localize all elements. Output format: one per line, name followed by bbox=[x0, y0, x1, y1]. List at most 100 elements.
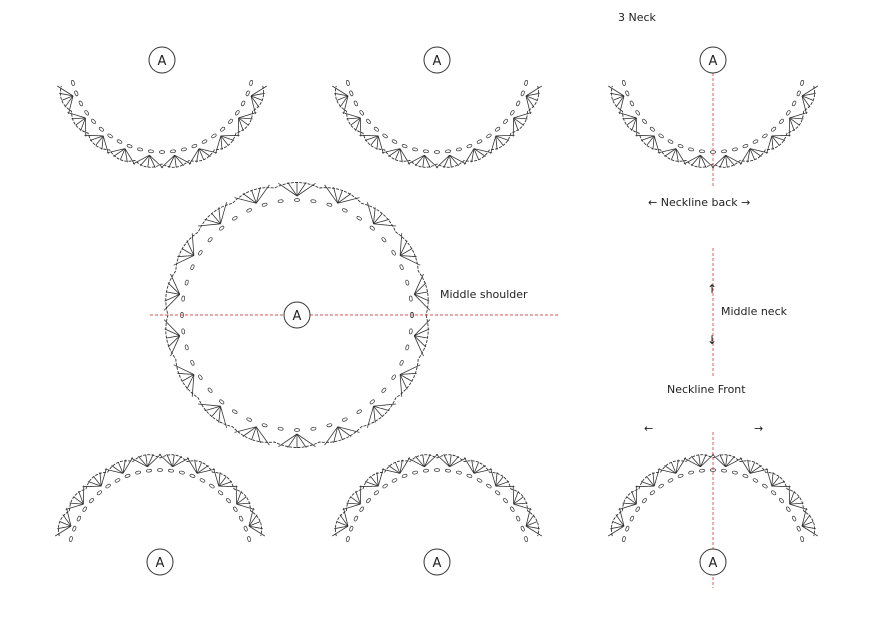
stitch-fan bbox=[739, 457, 769, 474]
stitch-post bbox=[771, 481, 786, 487]
chain-stitch bbox=[146, 468, 152, 473]
stitch-post bbox=[198, 148, 218, 154]
chain-stitch bbox=[91, 118, 96, 124]
stitch-post bbox=[725, 455, 736, 468]
stitch-post bbox=[525, 95, 531, 115]
chain-stitch bbox=[353, 100, 358, 107]
stitch-post bbox=[399, 255, 421, 266]
stitch-post bbox=[399, 459, 403, 474]
chain-stitch bbox=[349, 525, 354, 532]
stitch-post bbox=[336, 521, 349, 527]
chain-stitch bbox=[625, 90, 630, 97]
bottom-arc-1 bbox=[57, 454, 263, 542]
stitch-post bbox=[683, 457, 701, 468]
chain-stitch bbox=[742, 473, 749, 478]
stitch-post bbox=[449, 457, 467, 468]
stitch-post bbox=[56, 85, 74, 97]
stitch-post bbox=[622, 502, 637, 505]
stitch-fan bbox=[359, 134, 384, 154]
stitch-post bbox=[57, 525, 72, 530]
stitch-post bbox=[78, 490, 84, 505]
stitch-post bbox=[376, 472, 379, 487]
motif-bottom-3-label: A bbox=[709, 556, 718, 571]
chain-stitch bbox=[181, 147, 187, 152]
label-middle-shoulder: Middle shoulder bbox=[440, 288, 528, 301]
stitch-post bbox=[342, 503, 361, 510]
chain-stitch bbox=[752, 478, 759, 483]
stitch-post bbox=[68, 95, 74, 115]
stitch-post bbox=[196, 148, 200, 163]
stitch-fan bbox=[413, 319, 431, 357]
scallop-chain bbox=[59, 85, 265, 168]
stitch-post bbox=[471, 148, 475, 163]
stitch-post bbox=[399, 364, 421, 375]
chain-stitch bbox=[199, 478, 206, 483]
chain-stitch bbox=[699, 149, 705, 154]
stitch-fan bbox=[683, 453, 715, 468]
stitch-post bbox=[324, 426, 339, 446]
chain-stitch bbox=[198, 250, 203, 256]
stitch-post bbox=[373, 405, 383, 418]
motif-bottom-3 bbox=[699, 548, 727, 576]
stitch-post bbox=[113, 148, 126, 157]
stitch-post bbox=[513, 117, 519, 132]
stitch-post bbox=[62, 514, 72, 527]
stitch-post bbox=[337, 426, 343, 441]
stitch-post bbox=[278, 433, 298, 448]
chain-stitch bbox=[412, 470, 418, 475]
stitch-post bbox=[250, 92, 265, 97]
chain-stitch bbox=[771, 490, 777, 496]
stitch-post bbox=[59, 521, 72, 527]
chain-stitch bbox=[82, 506, 87, 512]
stitch-post bbox=[471, 459, 475, 474]
stitch-post bbox=[612, 95, 625, 101]
stitch-post bbox=[698, 454, 701, 467]
chain-stitch bbox=[356, 409, 362, 414]
stitch-post bbox=[610, 92, 625, 97]
stitch-post bbox=[618, 503, 637, 510]
chain-stitch bbox=[342, 208, 348, 213]
chain-stitch bbox=[190, 360, 195, 366]
chain-stitch bbox=[649, 490, 655, 496]
stitch-post bbox=[147, 454, 154, 467]
stitch-post bbox=[220, 135, 229, 146]
stitch-post bbox=[359, 134, 379, 137]
stitch-post bbox=[163, 319, 181, 336]
stitch-post bbox=[236, 490, 242, 505]
stitch-post bbox=[771, 135, 786, 141]
stitch-post bbox=[376, 135, 379, 150]
chain-stitch bbox=[732, 147, 738, 152]
chain-stitch bbox=[409, 295, 413, 302]
stitch-post bbox=[646, 135, 655, 146]
scallop-chain bbox=[334, 85, 540, 168]
stitch-fan bbox=[188, 148, 218, 165]
stitch-post bbox=[250, 95, 263, 101]
motif-bottom-1-label: A bbox=[156, 556, 165, 571]
stitch-post bbox=[657, 148, 677, 154]
stitch-post bbox=[255, 426, 261, 443]
stitch-post bbox=[473, 462, 479, 474]
stitch-post bbox=[725, 155, 728, 168]
stitch-post bbox=[463, 457, 475, 474]
stitch-post bbox=[646, 476, 655, 487]
motif-top-3 bbox=[699, 46, 727, 74]
stitch-post bbox=[251, 426, 257, 441]
chain-stitch bbox=[520, 90, 525, 97]
stitch-post bbox=[331, 525, 349, 537]
stitch-post bbox=[65, 503, 84, 510]
chain-stitch bbox=[294, 428, 300, 432]
stitch-post bbox=[102, 135, 109, 154]
stitch-post bbox=[251, 189, 257, 204]
stitch-post bbox=[626, 117, 637, 126]
stitch-post bbox=[64, 95, 74, 108]
stitch-post bbox=[711, 154, 726, 169]
stitch-fan bbox=[324, 426, 360, 446]
stitch-post bbox=[801, 92, 816, 97]
stitch-post bbox=[359, 485, 379, 488]
stitch-post bbox=[218, 476, 227, 487]
stitch-post bbox=[132, 154, 150, 165]
stitch-post bbox=[147, 155, 150, 168]
stitch-post bbox=[619, 507, 625, 527]
stitch-post bbox=[333, 426, 339, 443]
